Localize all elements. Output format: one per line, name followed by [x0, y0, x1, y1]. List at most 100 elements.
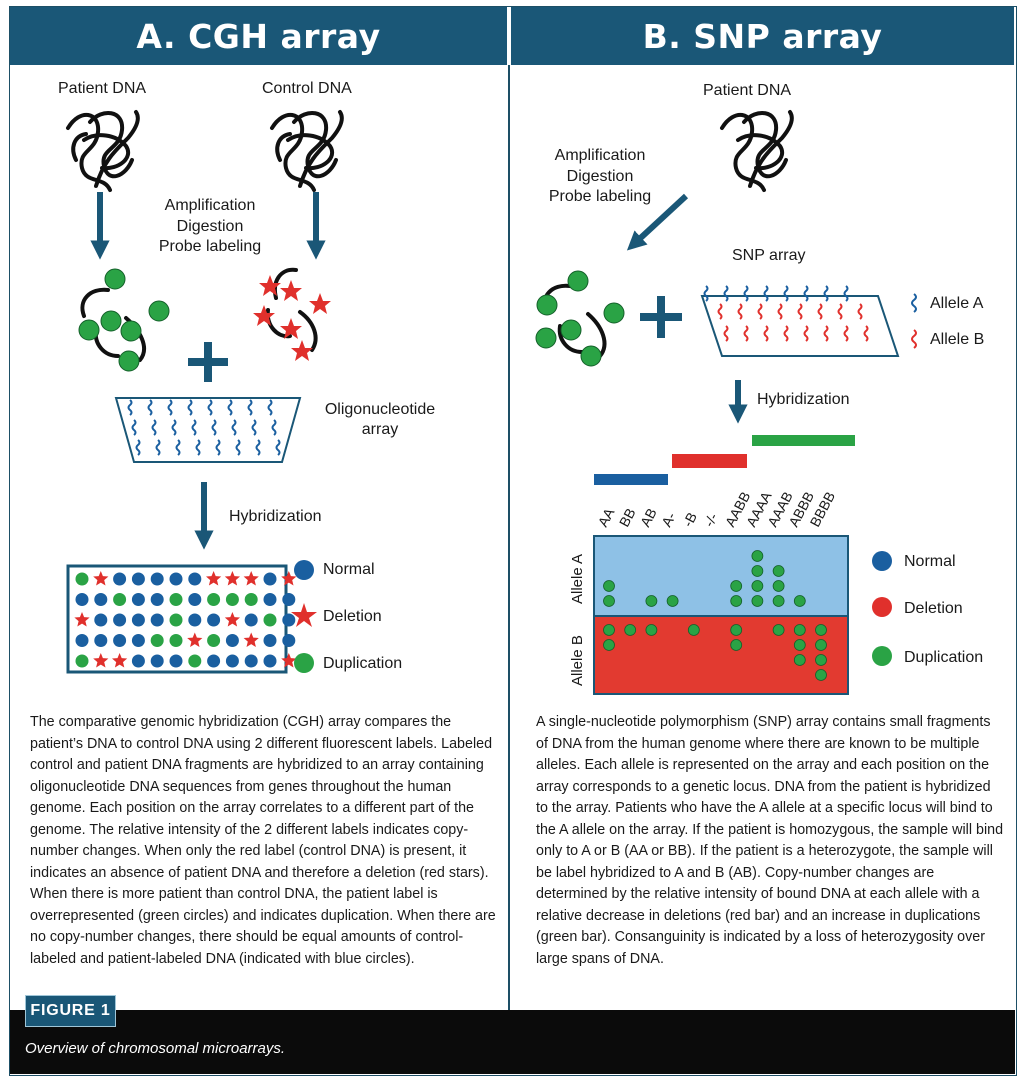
- oligo-probe: [151, 419, 157, 436]
- legend-duplication-label-b: Duplication: [904, 649, 984, 666]
- snp-probe-b: [743, 325, 749, 342]
- allele-b-dot: [793, 624, 806, 636]
- duplication-spot: [169, 613, 183, 627]
- oligo-probe: [135, 439, 141, 456]
- row-label-allele-b: Allele B: [569, 635, 586, 686]
- allele-b-dot: [772, 624, 785, 636]
- deletion-star: [187, 632, 203, 647]
- normal-spot: [207, 613, 221, 627]
- legend-duplication-icon-a: [294, 653, 314, 673]
- snp-probe-b: [863, 325, 869, 342]
- oligo-probe: [255, 439, 261, 456]
- dna-tangle-control-a: [270, 110, 344, 192]
- oligo-array-label: Oligonucleotide array: [318, 400, 442, 440]
- oligo-probe: [247, 399, 253, 416]
- snp-probe-a: [783, 285, 789, 302]
- deletion-star: [93, 571, 109, 586]
- snp-column-label: BB: [616, 505, 639, 529]
- oligo-probe: [227, 399, 233, 416]
- panel-b-description: A single-nucleotide polymorphism (SNP) a…: [536, 712, 1004, 970]
- deletion-star: [93, 653, 109, 668]
- duplication-spot: [188, 654, 202, 668]
- legend-deletion-icon-b: [872, 597, 892, 617]
- deletion-star: [224, 571, 240, 586]
- deletion-star: [281, 571, 297, 586]
- oligo-probe: [167, 399, 173, 416]
- deletion-star: [243, 571, 259, 586]
- oligo-probe: [251, 419, 257, 436]
- snp-column-label: A-: [658, 509, 679, 529]
- normal-spot: [131, 593, 145, 606]
- oligo-array-plate: [114, 397, 302, 463]
- normal-spot: [75, 593, 89, 606]
- allele-a-legend-label: Allele A: [930, 295, 984, 312]
- normal-spot: [282, 634, 296, 647]
- legend-normal-icon-a: [294, 560, 314, 580]
- allele-b-dot: [730, 639, 743, 651]
- normal-spot: [263, 634, 277, 647]
- normal-spot: [244, 613, 258, 627]
- duplication-spot: [169, 634, 183, 647]
- allele-b-dot: [815, 624, 827, 636]
- normal-spot: [188, 572, 202, 586]
- deletion-star: [281, 653, 297, 668]
- control-fragment-stars: [253, 275, 331, 361]
- snp-probe-b: [763, 325, 769, 342]
- duplication-spot: [150, 634, 164, 647]
- copy-bar-duplication: [752, 435, 855, 446]
- allele-a-dot: [751, 595, 764, 607]
- allele-b-dot: [624, 624, 637, 636]
- figure-frame: [9, 6, 1017, 1076]
- panel-divider: [508, 65, 510, 1010]
- snp-probe-a: [723, 285, 729, 302]
- deletion-star: [224, 612, 240, 627]
- flow-arrows: [90, 192, 748, 550]
- legend-normal-label-a: Normal: [323, 561, 375, 578]
- allele-b-dot: [815, 669, 827, 681]
- allele-a-dot: [666, 595, 679, 607]
- oligo-probe: [187, 399, 193, 416]
- duplication-spot: [75, 654, 89, 668]
- snp-probe-b: [803, 325, 809, 342]
- oligo-probe: [235, 439, 241, 456]
- copy-bar-deletion: [672, 454, 747, 468]
- allele-a-dot: [751, 565, 764, 577]
- snp-probe-b: [817, 303, 823, 320]
- oligo-probe: [171, 419, 177, 436]
- hybridization-label-b: Hybridization: [757, 391, 850, 408]
- duplication-spot: [207, 593, 221, 606]
- normal-spot: [131, 613, 145, 627]
- snp-probe-a: [803, 285, 809, 302]
- panel-b-description-text: A single-nucleotide polymorphism (SNP) a…: [536, 714, 1004, 967]
- allele-a-region: [593, 535, 849, 617]
- normal-spot: [150, 572, 164, 586]
- normal-spot: [263, 572, 277, 586]
- snp-probe-a: [823, 285, 829, 302]
- legend-duplication-label-a: Duplication: [323, 655, 403, 672]
- normal-spot: [188, 593, 202, 606]
- legend-deletion-icon-a: [291, 603, 317, 627]
- snp-column-label: -B: [679, 510, 700, 530]
- allele-a-dot: [730, 580, 743, 592]
- oligo-probe: [155, 439, 161, 456]
- allele-b-dot: [730, 624, 743, 636]
- plus-sign-a: [188, 342, 228, 382]
- arrow-patient-b: [626, 193, 689, 251]
- allele-b-dot: [603, 624, 615, 636]
- normal-spot: [113, 634, 127, 647]
- allele-a-dot: [772, 580, 785, 592]
- snp-array-plate: [700, 295, 900, 357]
- allele-b-dot: [815, 639, 827, 651]
- normal-spot: [225, 654, 239, 668]
- allele-a-dot: [772, 595, 785, 607]
- allele-b-dot: [603, 639, 615, 651]
- snp-probe-b: [783, 325, 789, 342]
- normal-spot: [150, 593, 164, 606]
- allele-b-dot: [645, 624, 658, 636]
- deletion-star: [206, 571, 222, 586]
- oligo-probe: [271, 419, 277, 436]
- figure-caption: Overview of chromosomal microarrays.: [25, 1040, 286, 1057]
- allele-a-dot: [793, 595, 806, 607]
- step-digestion-b: Digestion: [566, 167, 634, 185]
